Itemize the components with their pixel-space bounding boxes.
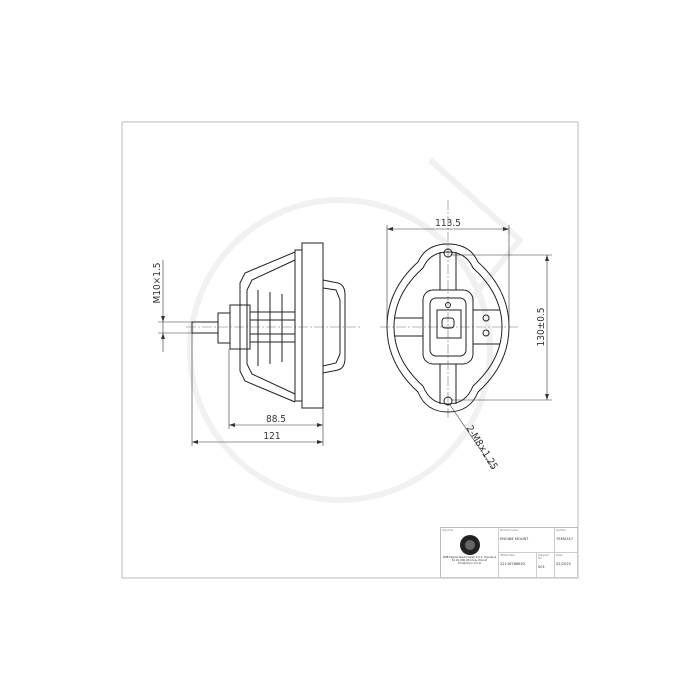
- diagram-no: 001: [538, 565, 545, 569]
- dim-hole-spacing: 130±0.5: [536, 307, 547, 346]
- symbol-cell: Symbol 7SMV247: [555, 528, 578, 553]
- diagram-no-cell: Diagram No. 001: [537, 553, 555, 578]
- company-logo: [459, 535, 480, 555]
- dim-thread-stud: M10×1.5: [152, 262, 163, 303]
- importer-text: SMB Maykel Niedorowski S.K.A. Popowice 6…: [442, 556, 497, 565]
- drawing-frame: [121, 121, 579, 579]
- dim-width: 113.5: [435, 218, 461, 229]
- symbol-label: Symbol: [556, 529, 566, 532]
- oe-number-label: OE Number: [500, 554, 515, 557]
- product-name: ENGINE MOUNT: [500, 537, 529, 541]
- date-label: Date: [556, 554, 563, 557]
- dim-length-inner: 88.5: [266, 414, 286, 425]
- oe-number: 22116768852: [500, 562, 526, 566]
- date: 02/2025: [556, 562, 571, 566]
- dimension-lines: [158, 225, 552, 469]
- title-block: Importer SMB Maykel Niedorowski S.K.A. P…: [440, 527, 578, 578]
- symbol: 7SMV247: [556, 537, 573, 541]
- product-name-cell: Product name ENGINE MOUNT: [499, 528, 555, 553]
- oe-number-cell: OE Number 22116768852: [499, 553, 537, 578]
- side-view: [191, 242, 346, 409]
- dimension-arrows: [161, 227, 549, 444]
- importer-label: Importer: [442, 529, 454, 532]
- dim-length-total: 121: [263, 431, 280, 442]
- product-name-label: Product name: [500, 529, 519, 532]
- watermark-logo: [187, 157, 525, 503]
- importer-cell: Importer SMB Maykel Niedorowski S.K.A. P…: [441, 528, 499, 578]
- date-cell: Date 02/2025: [555, 553, 578, 578]
- center-lines: [186, 200, 520, 420]
- front-view: [386, 243, 510, 413]
- diagram-no-label: Diagram No.: [538, 554, 550, 560]
- dim-mount-threads: 2-M8×1.25: [463, 424, 499, 472]
